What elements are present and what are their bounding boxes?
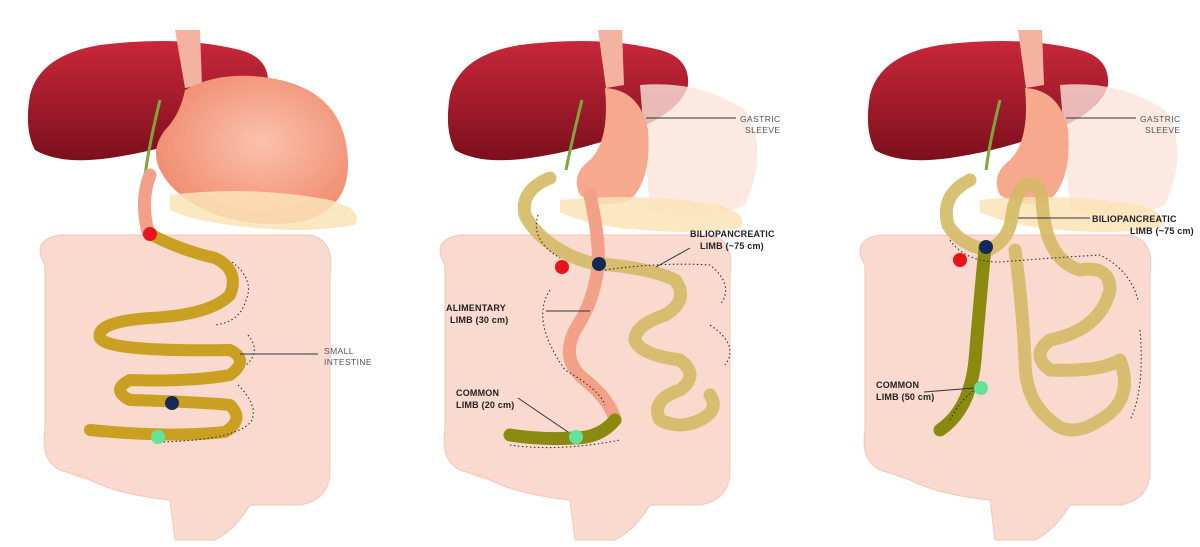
limb-outline bbox=[949, 239, 1142, 421]
panel-sleeve-alimentary: GASTRIC SLEEVE BILIOPANCREATIC LIMB (~75… bbox=[439, 30, 781, 541]
biliopancreatic-limb bbox=[517, 171, 720, 432]
esophagus bbox=[175, 30, 202, 88]
small-intestine bbox=[84, 228, 246, 441]
colon bbox=[39, 234, 332, 541]
colon bbox=[859, 234, 1152, 541]
biliopancreatic-label-2: LIMB (~75 cm) bbox=[1130, 226, 1194, 236]
common-label-2: LIMB (20 cm) bbox=[456, 400, 514, 410]
esophagus bbox=[598, 30, 624, 88]
panel-normal-anatomy: SMALL INTESTINE bbox=[27, 30, 372, 541]
duodenum bbox=[138, 168, 157, 239]
pancreas bbox=[560, 196, 743, 232]
green-marker bbox=[974, 381, 988, 395]
common-leader bbox=[923, 387, 975, 393]
small-intestine-outline bbox=[159, 261, 255, 443]
common-leader bbox=[517, 397, 569, 433]
gastric-sleeve-label-1: GASTRIC bbox=[740, 114, 781, 124]
common-label-2: LIMB (50 cm) bbox=[876, 392, 934, 402]
gastric-sleeve bbox=[576, 88, 649, 204]
resected-stomach bbox=[640, 84, 758, 217]
pancreas bbox=[980, 196, 1163, 232]
navy-marker bbox=[165, 396, 179, 410]
gastric-sleeve bbox=[996, 88, 1069, 204]
bile-duct bbox=[143, 99, 162, 176]
biliopancreatic-limb bbox=[939, 173, 1131, 437]
biliopancreatic-leader bbox=[655, 247, 691, 268]
gastric-sleeve-label-1: GASTRIC bbox=[1140, 114, 1181, 124]
common-label-1: COMMON bbox=[456, 388, 499, 398]
biliopancreatic-label-1: BILIOPANCREATIC bbox=[1092, 214, 1177, 224]
limb-outline bbox=[509, 214, 731, 449]
stomach bbox=[156, 75, 349, 224]
alimentary-label-2: LIMB (30 cm) bbox=[450, 315, 508, 325]
gastric-sleeve-label-2: SLEEVE bbox=[745, 125, 780, 135]
navy-marker bbox=[592, 257, 606, 271]
biliopancreatic-label-1: BILIOPANCREATIC bbox=[690, 229, 775, 239]
red-marker bbox=[143, 227, 157, 241]
small-intestine-label-1: SMALL bbox=[324, 346, 354, 356]
biliopancreatic-label-2: LIMB (~75 cm) bbox=[700, 241, 764, 251]
green-marker bbox=[151, 430, 165, 444]
bile-duct bbox=[984, 99, 1002, 171]
alimentary-limb bbox=[562, 188, 622, 427]
common-limb bbox=[933, 241, 992, 437]
gastric-sleeve-label-2: SLEEVE bbox=[1145, 125, 1180, 135]
common-label-1: COMMON bbox=[876, 380, 919, 390]
green-marker bbox=[569, 430, 583, 444]
pancreas bbox=[170, 191, 358, 230]
red-marker bbox=[555, 260, 569, 274]
panel-sleeve-common: GASTRIC SLEEVE BILIOPANCREATIC LIMB (~75… bbox=[859, 30, 1194, 541]
esophagus bbox=[1018, 30, 1044, 88]
small-intestine-label-2: INTESTINE bbox=[324, 357, 372, 367]
bile-duct bbox=[564, 99, 584, 171]
resected-stomach bbox=[1060, 84, 1178, 217]
red-marker bbox=[953, 253, 967, 267]
alimentary-label-1: ALIMENTARY bbox=[446, 303, 506, 313]
navy-marker bbox=[979, 240, 993, 254]
